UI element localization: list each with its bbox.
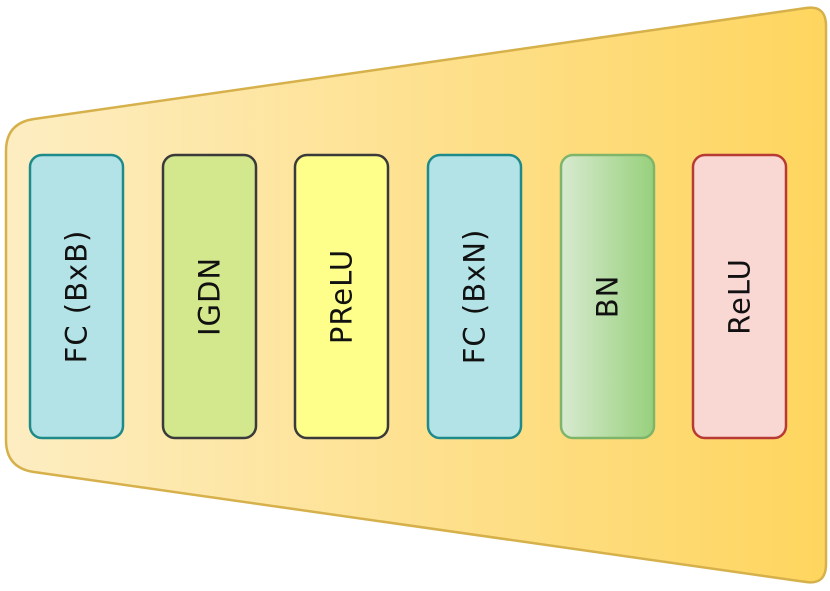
- block-fc-bxn-label: FC (BxN): [458, 229, 492, 365]
- block-fc-bxn: FC (BxN): [426, 153, 523, 440]
- block-fc-bxb: FC (BxB): [28, 153, 125, 440]
- block-prelu-box: [293, 153, 390, 440]
- block-fc-bxn-box: [426, 153, 523, 440]
- block-igdn-box: [161, 153, 258, 440]
- block-bn: BN: [559, 153, 656, 440]
- block-relu-box: [691, 153, 788, 440]
- block-bn-label: BN: [591, 275, 625, 319]
- block-prelu-label: PReLU: [325, 249, 359, 344]
- blocks-layer: FC (BxB) IGDN PReLU FC (BxN) BN ReLU: [28, 153, 788, 440]
- block-fc-bxb-box: [28, 153, 125, 440]
- block-bn-box: [559, 153, 656, 440]
- block-prelu: PReLU: [293, 153, 390, 440]
- block-relu-label: ReLU: [723, 258, 757, 335]
- block-igdn: IGDN: [161, 153, 258, 440]
- block-fc-bxb-label: FC (BxB): [60, 230, 94, 364]
- block-igdn-label: IGDN: [193, 257, 227, 336]
- block-relu: ReLU: [691, 153, 788, 440]
